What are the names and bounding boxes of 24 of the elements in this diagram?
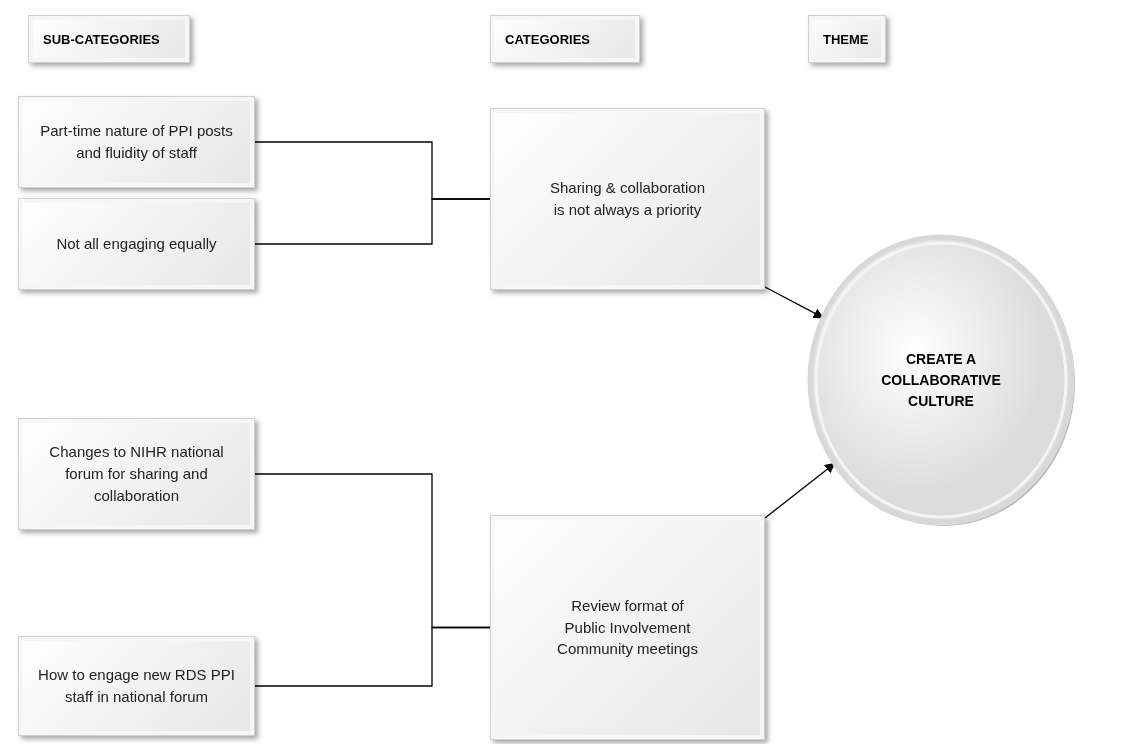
theme-ellipse (808, 235, 1074, 525)
arrow (764, 462, 836, 519)
category-text: Sharing & collaboration is not always a priority (549, 178, 706, 220)
category-text: How to engage new RDS PPI staff in national forum (37, 665, 236, 707)
category-box (490, 108, 765, 290)
column-header-box (28, 15, 190, 63)
connector-line (254, 626, 491, 687)
category-box (18, 96, 255, 188)
column-header-box (490, 15, 640, 63)
category-box (18, 198, 255, 290)
column-header: CATEGORIES (505, 31, 590, 47)
category-box (18, 418, 255, 530)
connector-line (254, 198, 491, 245)
theme-text: CREATE A COLLABORATIVE CULTURE (880, 349, 1002, 411)
column-header-box (808, 15, 886, 63)
column-header: THEME (823, 31, 869, 47)
category-box (490, 515, 765, 740)
category-box (18, 636, 255, 736)
column-header: SUB-CATEGORIES (43, 31, 160, 47)
arrow (764, 286, 824, 319)
category-text: Changes to NIHR national forum for sharing and collaboration (48, 442, 225, 506)
category-text: Review format of Public Involvement Community meetings (556, 595, 699, 660)
category-text: Part-time nature of PPI posts and fluidity of staff (39, 121, 234, 163)
category-text: Not all engaging equally (56, 234, 217, 255)
